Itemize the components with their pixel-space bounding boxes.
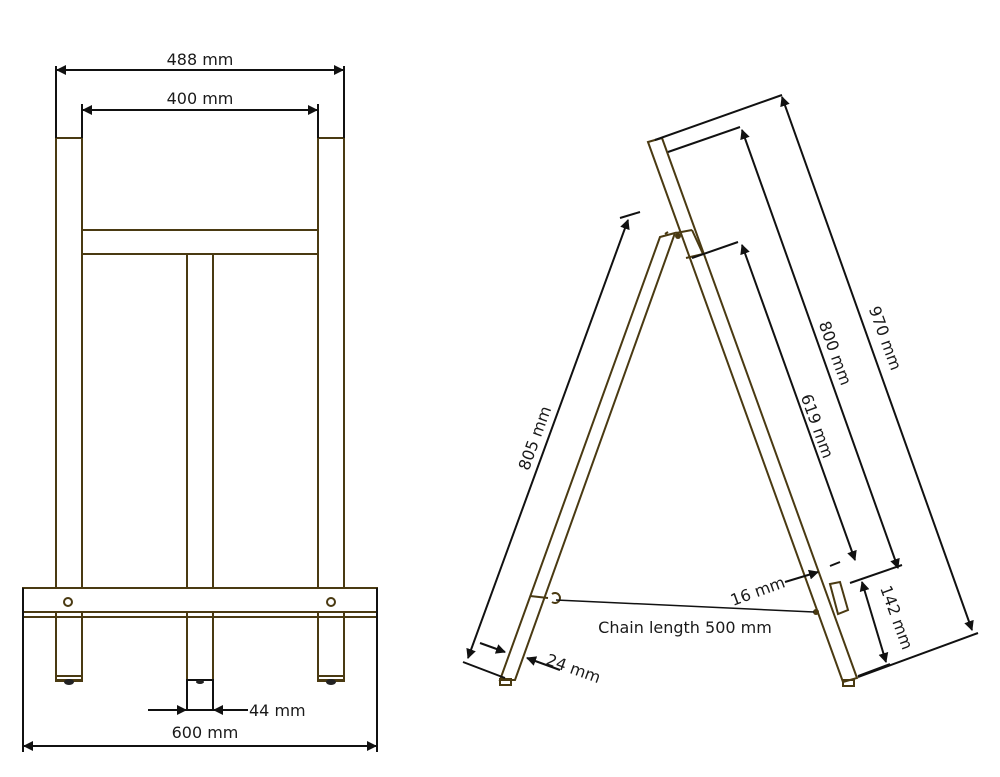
dim-16: 16 mm	[728, 573, 788, 610]
top-crossbar	[81, 229, 319, 255]
side-view: Chain length 500 mm 805 mm 24 mm 970 mm …	[462, 94, 979, 687]
dim-970: 970 mm	[865, 303, 906, 372]
chain-label: Chain length 500 mm	[598, 618, 772, 637]
foot-knob-icon	[326, 679, 336, 685]
hole-icon	[63, 597, 73, 607]
dim-24: 24 mm	[544, 650, 604, 687]
hole-icon	[326, 597, 336, 607]
hinge-icon	[675, 233, 681, 239]
chain	[555, 599, 815, 613]
front-view: 488 mm 400 mm 44 mm 600 mm	[22, 50, 378, 752]
dim-600: 600 mm	[172, 723, 239, 742]
center-leg-foot	[186, 679, 214, 711]
foot-knob-icon	[64, 679, 74, 685]
dim-142: 142 mm	[876, 583, 917, 652]
base-board	[22, 587, 378, 613]
dim-44: 44 mm	[249, 701, 306, 720]
dim-488: 488 mm	[167, 50, 234, 69]
dim-400: 400 mm	[167, 89, 234, 108]
dim-619: 619 mm	[797, 391, 838, 460]
